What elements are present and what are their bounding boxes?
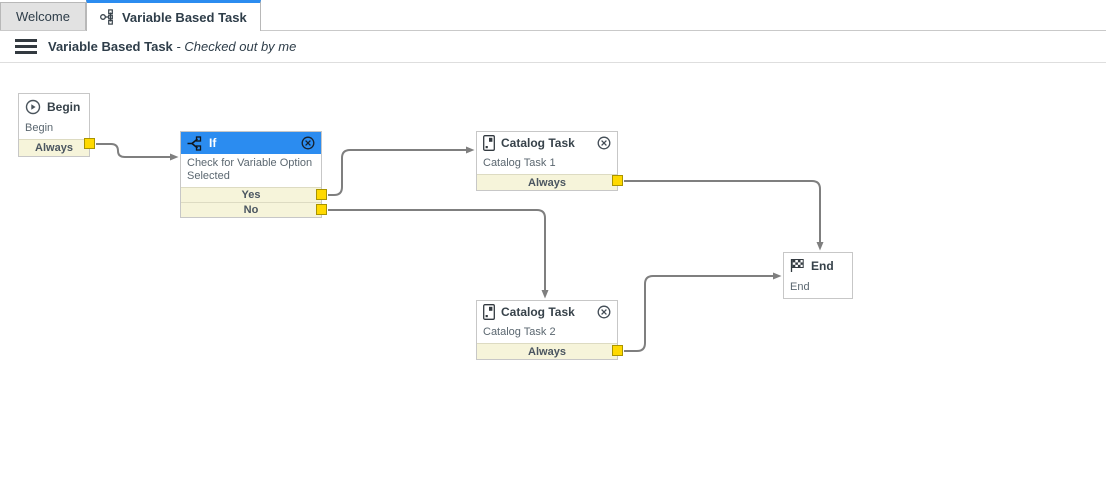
node-if-transition-yes[interactable]: Yes [181, 187, 321, 202]
connector-layer [96, 143, 824, 352]
node-end-description: End [790, 281, 810, 293]
connector-if-yes-to-catalog-task-1[interactable] [328, 146, 475, 196]
close-icon[interactable] [597, 136, 611, 150]
tab-welcome[interactable]: Welcome [0, 2, 86, 30]
node-end[interactable]: End End [783, 252, 853, 299]
connector-catalog-task-1-to-end[interactable] [624, 180, 824, 251]
node-catalog-task-1-title: Catalog Task [501, 136, 575, 150]
node-if-yes-output-handle[interactable] [316, 189, 327, 200]
connector-if-no-to-catalog-task-2[interactable] [328, 209, 549, 299]
node-begin-header: Begin [19, 94, 89, 119]
node-if-transition-no[interactable]: No [181, 202, 321, 217]
workflow-checkout-status: - Checked out by me [176, 39, 297, 54]
node-begin-output-handle[interactable] [84, 138, 95, 149]
node-begin-title: Begin [47, 99, 81, 114]
node-catalog-task-1-transition-always[interactable]: Always [477, 174, 617, 190]
node-catalog-task-2-description: Catalog Task 2 [483, 326, 556, 338]
node-begin-transition-always[interactable]: Always [19, 139, 89, 156]
node-if-header: If [181, 132, 321, 154]
node-catalog-task-1-description: Catalog Task 1 [483, 157, 556, 169]
node-catalog-task-1-output-handle[interactable] [612, 175, 623, 186]
node-if-title: If [209, 136, 217, 150]
node-if-description: Check for Variable Option Selected [187, 157, 313, 182]
close-icon[interactable] [301, 136, 315, 150]
node-end-title: End [811, 258, 834, 273]
connector-catalog-task-2-to-end[interactable] [624, 272, 782, 352]
connector-begin-to-if[interactable] [96, 143, 179, 161]
node-begin[interactable]: Begin Begin Always [18, 93, 90, 157]
node-catalog-task-1-header: Catalog Task [477, 132, 617, 154]
branch-icon [187, 135, 202, 151]
node-catalog-task-1[interactable]: Catalog Task Catalog Task 1 Always [476, 131, 618, 191]
catalog-task-icon [483, 304, 495, 320]
workflow-icon [100, 9, 113, 25]
tab-variable-based-task-label: Variable Based Task [121, 9, 247, 25]
node-catalog-task-2-transition-always[interactable]: Always [477, 343, 617, 359]
workflow-title: Variable Based Task - Checked out by me [48, 39, 296, 54]
close-icon[interactable] [597, 305, 611, 319]
node-catalog-task-2-output-handle[interactable] [612, 345, 623, 356]
workflow-canvas[interactable]: Begin Begin Always If Check for Variable… [0, 63, 1106, 480]
workflow-header-bar: Variable Based Task - Checked out by me [0, 31, 1106, 63]
node-catalog-task-2-header: Catalog Task [477, 301, 617, 323]
workflow-title-text: Variable Based Task [48, 39, 173, 54]
tab-variable-based-task[interactable]: Variable Based Task [85, 0, 261, 31]
node-end-header: End [784, 253, 852, 278]
catalog-task-icon [483, 135, 495, 151]
node-if[interactable]: If Check for Variable Option Selected Ye… [180, 131, 322, 218]
node-begin-description: Begin [25, 122, 54, 134]
node-catalog-task-2-title: Catalog Task [501, 305, 575, 319]
node-catalog-task-2[interactable]: Catalog Task Catalog Task 2 Always [476, 300, 618, 360]
tab-welcome-label: Welcome [16, 9, 70, 24]
finish-flag-icon [790, 259, 804, 272]
node-if-no-output-handle[interactable] [316, 204, 327, 215]
menu-icon[interactable] [15, 39, 37, 54]
play-circle-icon [25, 99, 41, 114]
tab-bar: Welcome Variable Based Task [0, 0, 1106, 31]
